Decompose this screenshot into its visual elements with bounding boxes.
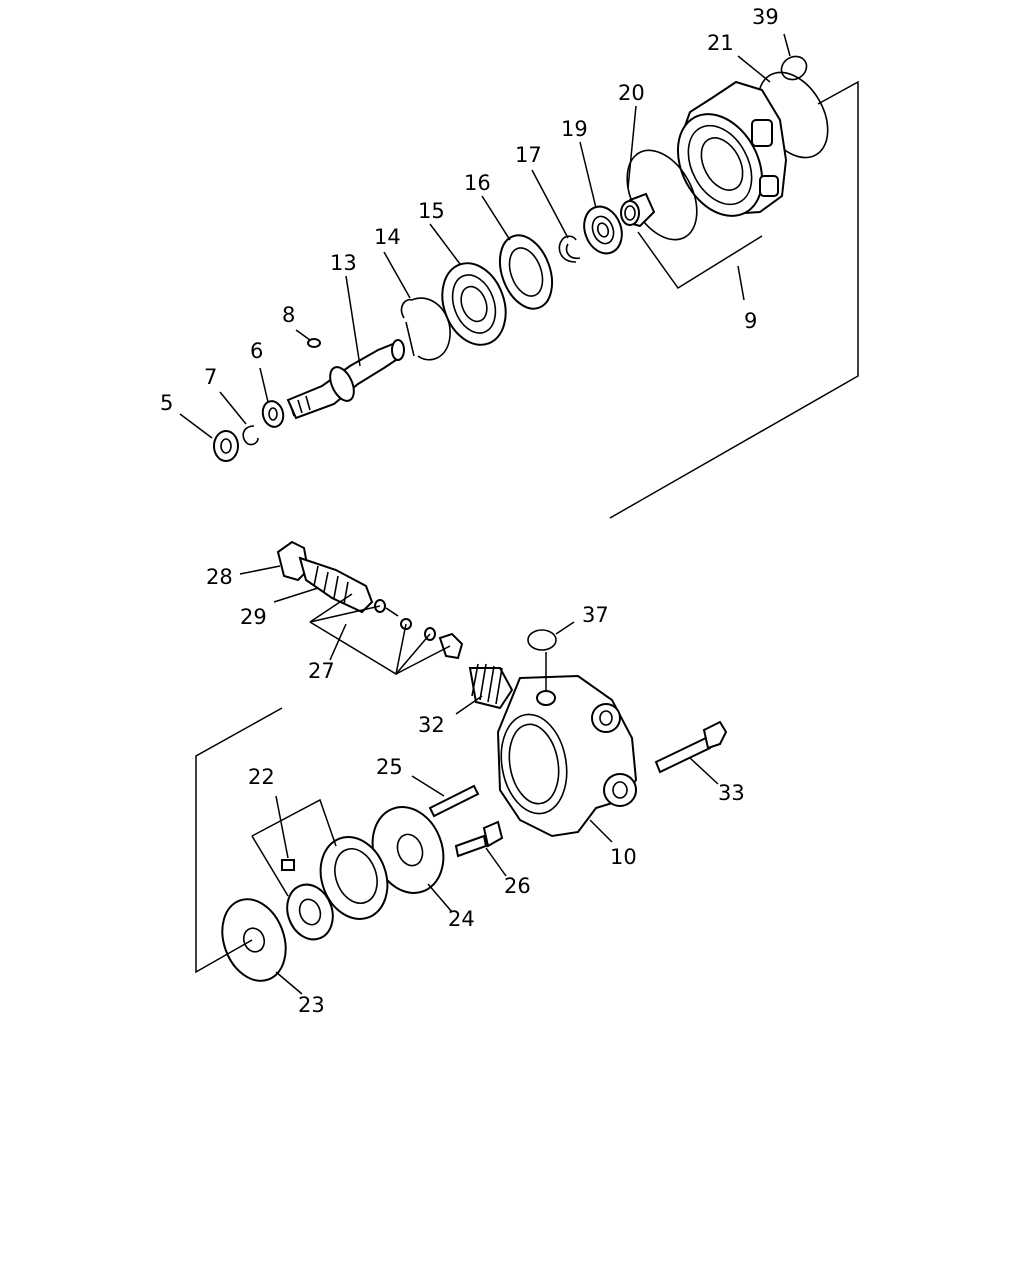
label-9: 9 (744, 309, 757, 333)
label-39: 39 (752, 5, 779, 29)
part-8-key (307, 338, 321, 348)
part-23-end-plate (221, 898, 287, 982)
part-22-vane (281, 859, 295, 871)
label-21: 21 (707, 31, 734, 55)
part-33-bolt (654, 720, 728, 774)
upper-leader-lines (179, 33, 791, 439)
part-17-snap-ring (558, 235, 581, 263)
part-39-oring (780, 55, 808, 81)
upper-group-frame (609, 80, 859, 519)
part-29-valve (298, 556, 374, 614)
part-16-seal (498, 234, 554, 310)
part-26-bolt (454, 820, 504, 858)
part-6-washer (261, 400, 285, 428)
part-9-needle-bearing (620, 192, 656, 228)
label-29: 29 (240, 605, 267, 629)
label-28: 28 (206, 565, 233, 589)
label-10: 10 (610, 845, 637, 869)
part-37-oring (527, 629, 557, 651)
label-22: 22 (248, 765, 275, 789)
part-22-cam-ring (319, 836, 389, 920)
part-7-lock-washer (242, 425, 259, 446)
part-27-valve-kit (374, 599, 464, 660)
part-25-pin (428, 784, 480, 818)
label-7: 7 (204, 365, 217, 389)
part-22-rotor (286, 883, 334, 941)
part-32-spring (468, 663, 514, 710)
part-9-housing (676, 80, 788, 217)
lower-leader-lines (195, 565, 719, 995)
label-23: 23 (298, 993, 325, 1017)
label-33: 33 (718, 781, 745, 805)
label-20: 20 (618, 81, 645, 105)
label-5: 5 (160, 391, 173, 415)
part-10-pump-body (496, 674, 638, 838)
label-13: 13 (330, 251, 357, 275)
label-6: 6 (250, 339, 263, 363)
label-15: 15 (418, 199, 445, 223)
label-26: 26 (504, 874, 531, 898)
label-37: 37 (582, 603, 609, 627)
label-17: 17 (515, 143, 542, 167)
label-27: 27 (308, 659, 335, 683)
part-13-shaft (286, 339, 405, 420)
part-19-bearing (583, 205, 623, 255)
label-32: 32 (418, 713, 445, 737)
part-labels: 39 21 20 19 17 16 15 14 13 9 8 6 7 5 28 … (160, 5, 779, 1017)
label-8: 8 (282, 303, 295, 327)
label-24: 24 (448, 907, 475, 931)
part-5-nut (213, 430, 239, 462)
label-14: 14 (374, 225, 401, 249)
label-25: 25 (376, 755, 403, 779)
part-14-snap-ring (400, 297, 451, 361)
label-16: 16 (464, 171, 491, 195)
label-19: 19 (561, 117, 588, 141)
part-15-bearing (441, 262, 507, 346)
